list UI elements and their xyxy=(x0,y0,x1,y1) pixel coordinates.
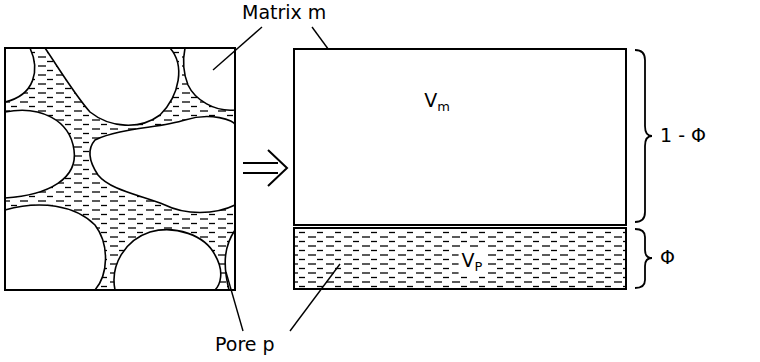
part-label: Matrix m xyxy=(240,2,328,24)
fraction-label: Φ xyxy=(658,247,677,269)
pore-band-hatch xyxy=(295,229,625,288)
pore-band: VP xyxy=(293,227,627,290)
volume-symbol: VP xyxy=(459,249,486,275)
transform-arrow xyxy=(243,150,287,186)
part-label: Pore p xyxy=(213,334,277,356)
brace xyxy=(635,50,652,288)
volume-symbol: Vm xyxy=(421,89,453,115)
matrix-band: Vm xyxy=(293,48,627,226)
sample-outline xyxy=(5,48,235,290)
fraction-label: 1 - Φ xyxy=(658,125,708,147)
matrix-grains xyxy=(5,48,235,290)
pore-space xyxy=(5,48,235,290)
